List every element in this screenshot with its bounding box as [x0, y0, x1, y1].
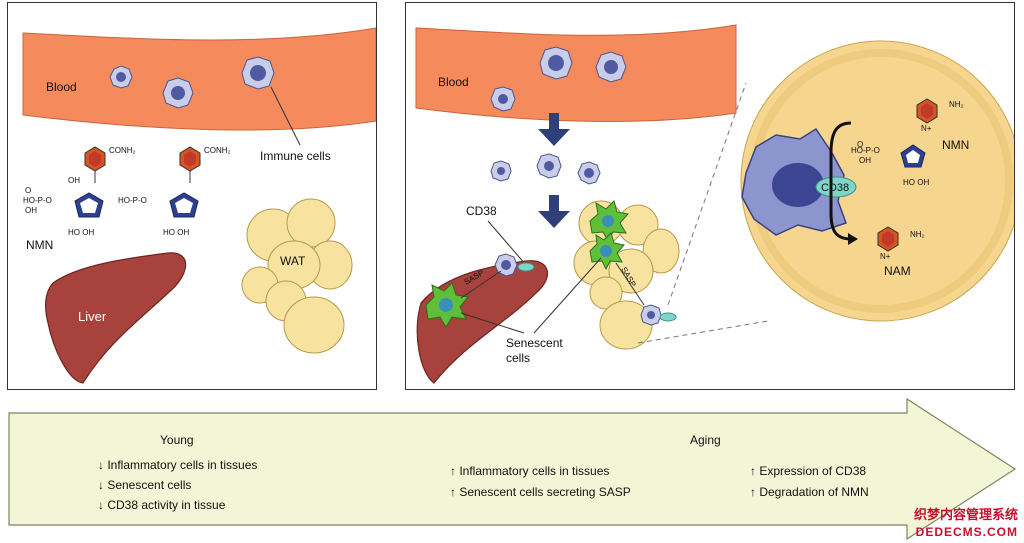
senescent-cells-label-line1: Senescent: [506, 336, 563, 350]
liver-label: Liver: [78, 309, 107, 324]
svg-text:HO OH: HO OH: [163, 228, 189, 237]
young-panel: Blood Immune cells CONH₂ OH HO OH O H: [7, 2, 377, 390]
blood-label: Blood: [438, 75, 469, 89]
blood-label: Blood: [46, 80, 77, 94]
aging-item: ↑ Inflammatory cells in tissues: [450, 464, 610, 478]
aging-illustration: Blood CD38: [415, 24, 1022, 384]
nmn-molecule-zoom: NH₂ N+ O HO-P-O OH HO OH: [851, 98, 964, 187]
macrophage: [741, 127, 847, 236]
aging-item: ↑ Expression of CD38: [750, 464, 867, 478]
nmn-label: NMN: [26, 238, 53, 252]
immune-cell: [109, 65, 133, 89]
senescent-cell: [589, 232, 625, 271]
nmn-molecule: CONH₂ OH HO OH O HO-P-O OH: [23, 146, 136, 237]
svg-text:O: O: [857, 140, 863, 149]
immune-cell: [241, 56, 275, 90]
svg-text:OH: OH: [25, 206, 37, 215]
cd38-receptor: [517, 262, 535, 272]
down-arrow: [538, 195, 570, 228]
immune-cells-label: Immune cells: [260, 149, 331, 163]
young-to-aging-arrow: [8, 397, 1017, 541]
immune-cell: [595, 51, 627, 83]
immune-label-leader: [270, 86, 301, 146]
nam-molecule-zoom: NH₂ N+: [877, 226, 925, 261]
immune-cell: [494, 253, 518, 277]
svg-text:CONH₂: CONH₂: [204, 146, 231, 155]
aging-title: Aging: [690, 433, 721, 447]
svg-text:CONH₂: CONH₂: [109, 146, 136, 155]
wat-label: WAT: [280, 254, 306, 268]
svg-text:OH: OH: [68, 176, 80, 185]
zoom-guide: [637, 320, 769, 344]
white-adipose-tissue: [241, 198, 353, 354]
svg-text:HO OH: HO OH: [903, 178, 929, 187]
young-illustration: Blood Immune cells CONH₂ OH HO OH O H: [22, 27, 377, 384]
cd38-label: CD38: [466, 204, 497, 218]
watermark-en: DEDECMS.COM: [915, 525, 1018, 539]
immune-cell: [490, 160, 512, 182]
young-item: ↓ Senescent cells: [98, 478, 192, 492]
senescent-leader: [533, 257, 602, 334]
sasp-arrow: [460, 270, 502, 299]
senescent-leader: [460, 312, 525, 334]
immune-cell: [577, 161, 601, 185]
senescent-cells-label-line2: cells: [506, 351, 530, 365]
young-item: ↓ Inflammatory cells in tissues: [98, 458, 258, 472]
young-item: ↓ CD38 activity in tissue: [98, 498, 226, 512]
immune-cell: [162, 77, 194, 109]
nmn-molecule: CONH₂ HO OH HO-P-O: [118, 146, 231, 237]
immune-cell: [539, 46, 573, 80]
zoom-cd38-label: CD38: [821, 182, 849, 194]
cd38-enzyme: [815, 176, 857, 198]
aging-item: ↑ Degradation of NMN: [750, 485, 869, 499]
down-arrow: [538, 113, 570, 146]
aging-panel: Blood CD38: [405, 2, 1022, 390]
svg-text:O: O: [25, 186, 31, 195]
reaction-arrowhead: [848, 233, 858, 245]
svg-text:NH₂: NH₂: [910, 230, 925, 239]
zoom-nmn-label: NMN: [942, 138, 969, 152]
cd38-leader: [487, 220, 527, 266]
liver: [44, 252, 187, 384]
immune-cell: [490, 86, 516, 112]
senescent-cell: [425, 282, 469, 328]
svg-text:N+: N+: [921, 124, 932, 133]
svg-text:N+: N+: [880, 252, 891, 261]
watermark-cn: 织梦内容管理系统: [913, 507, 1018, 522]
immune-cell: [536, 153, 562, 179]
zoom-nam-label: NAM: [884, 264, 911, 278]
blood-vessel: [415, 24, 737, 122]
young-title: Young: [160, 433, 194, 447]
reaction-arrow: [829, 121, 852, 241]
cd38-receptor: [659, 312, 677, 322]
svg-text:NH₂: NH₂: [949, 100, 964, 109]
aging-item: ↑ Senescent cells secreting SASP: [450, 485, 631, 499]
zoom-guide: [667, 82, 747, 306]
blood-vessel: [22, 27, 377, 131]
sasp-arrow: [615, 262, 645, 306]
svg-text:HO-P-O: HO-P-O: [851, 146, 880, 155]
svg-text:HO-P-O: HO-P-O: [23, 196, 52, 205]
svg-text:OH: OH: [859, 156, 871, 165]
svg-text:HO-P-O: HO-P-O: [118, 196, 147, 205]
senescent-cell: [589, 200, 629, 243]
immune-cell: [640, 304, 662, 326]
svg-text:HO OH: HO OH: [68, 228, 94, 237]
